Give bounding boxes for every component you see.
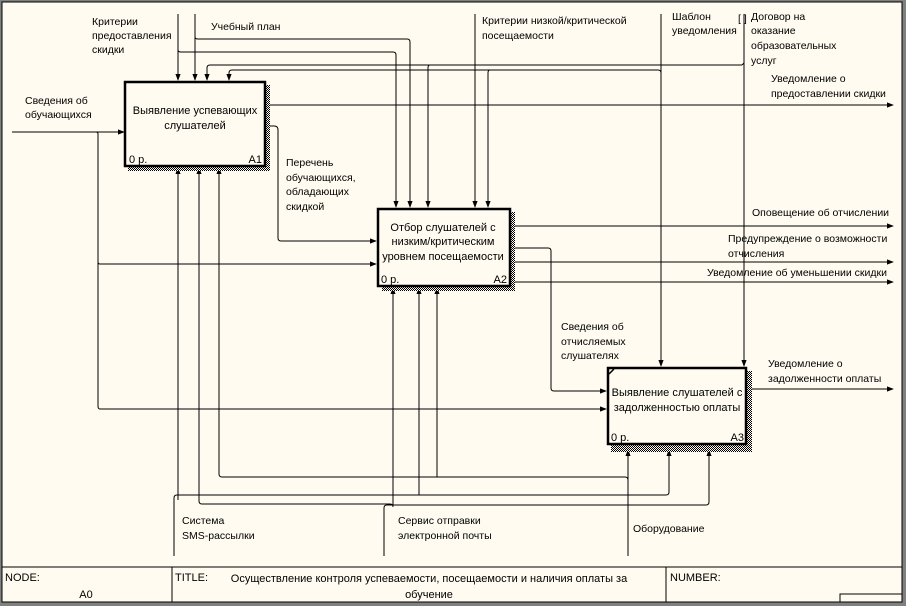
arrow-control-template-to-a2[interactable] [488, 69, 490, 207]
box-a2[interactable]: Отбор слушателей с низким/критическим ур… [376, 207, 515, 291]
tunnel-marker: [ ] [738, 13, 747, 25]
label-contract-2: оказание [751, 25, 796, 37]
label-attendance-criteria-2: посещаемости [482, 30, 554, 42]
box-a1[interactable]: Выявление успевающих слушателей 0 р. A1 [123, 80, 270, 171]
footer-node-value: A0 [79, 589, 92, 601]
box-a1-label-line2: слушателей [164, 120, 225, 132]
label-expelled-info-2: отчисляемых [561, 336, 626, 348]
label-input-students-1: Сведения об [25, 95, 88, 107]
label-expulsion-warning-2: отчисления [728, 248, 784, 260]
label-discount-criteria-3: скидки [92, 44, 124, 56]
label-contract-4: услуг [751, 55, 777, 67]
arrow-mech-sms[interactable] [173, 449, 672, 556]
box-a2-number: A2 [494, 274, 507, 286]
label-attendance-criteria-1: Критерии низкой/критической [482, 15, 627, 27]
box-a3-cost: 0 р. [611, 432, 629, 444]
box-a2-cost: 0 р. [381, 274, 399, 286]
label-discount-criteria-2: предоставления [92, 30, 172, 42]
footer-title-line1: Осуществление контроля успеваемости, пос… [231, 573, 628, 585]
box-a1-label-line1: Выявление успевающих [133, 105, 258, 117]
label-template-2: уведомления [672, 25, 737, 37]
footer-number-label: NUMBER: [670, 572, 721, 584]
arrow-mech-email[interactable] [383, 449, 712, 556]
box-a2-label-line2: низким/критическим [392, 236, 495, 248]
arrow-control-contract-to-a1[interactable] [204, 64, 742, 81]
label-debt-notice-1: Уведомление о [768, 358, 843, 370]
arrow-control-discount-criteria-to-a2[interactable] [177, 49, 399, 208]
arrow-input-students-branch-a3[interactable] [97, 262, 607, 412]
footer: NODE: A0 TITLE: Осуществление контроля у… [1, 566, 903, 603]
label-discount-criteria-1: Критерии [92, 16, 138, 28]
label-expulsion-notice: Оповещение об отчислении [752, 207, 889, 219]
box-a3-number: A3 [731, 432, 744, 444]
label-sms-1: Система [182, 515, 224, 527]
label-discount-list-2: обучающихся, [286, 172, 356, 184]
label-contract-1: Договор на [751, 11, 805, 23]
label-sms-2: SMS-рассылки [182, 530, 255, 542]
label-email-2: электронной почты [398, 530, 492, 542]
box-a2-label-line1: Отбор слушателей с [390, 222, 496, 234]
label-discount-notice-1: Уведомление о [771, 73, 846, 85]
label-discount-list-4: скидкой [286, 201, 324, 213]
arrow-control-curriculum-to-a2[interactable] [194, 36, 413, 208]
label-curriculum: Учебный план [211, 21, 281, 33]
label-expelled-info-1: Сведения об [561, 321, 624, 333]
label-contract-3: образовательных [751, 40, 837, 52]
arrows [12, 14, 894, 556]
label-equipment: Оборудование [633, 523, 705, 535]
box-a3[interactable]: Выявление слушателей с задолженностью оп… [606, 366, 752, 452]
box-a2-label-line3: уровнем посещаемости [382, 251, 504, 263]
label-discount-notice-2: предоставлении скидки [771, 88, 886, 100]
label-discount-reduction: Уведомление об уменьшении скидки [707, 267, 887, 279]
arrow-labels: Сведения об обучающихся Критерии предост… [25, 11, 889, 542]
label-discount-list-1: Перечень [286, 157, 334, 169]
box-a3-label-line2: задолженностью оплаты [614, 402, 741, 414]
footer-title-line2: обучение [405, 589, 453, 601]
box-a1-number: A1 [249, 154, 262, 166]
box-a3-label-line1: Выявление слушателей с [612, 387, 743, 399]
footer-node-label: NODE: [5, 572, 40, 584]
arrow-discount-list[interactable] [266, 125, 377, 244]
box-a1-cost: 0 р. [129, 154, 147, 166]
arrow-expelled-info[interactable] [511, 247, 607, 394]
label-expulsion-warning-1: Предупреждение о возможности [728, 233, 887, 245]
label-debt-notice-2: задолженности оплаты [768, 373, 881, 385]
label-expelled-info-3: слушателях [561, 350, 620, 362]
label-discount-list-3: обладающих [286, 186, 350, 198]
label-template-1: Шаблон [672, 11, 711, 23]
label-input-students-2: обучающихся [25, 109, 92, 121]
label-email-1: Сервис отправки [398, 515, 481, 527]
footer-title-label: TITLE: [175, 572, 208, 584]
